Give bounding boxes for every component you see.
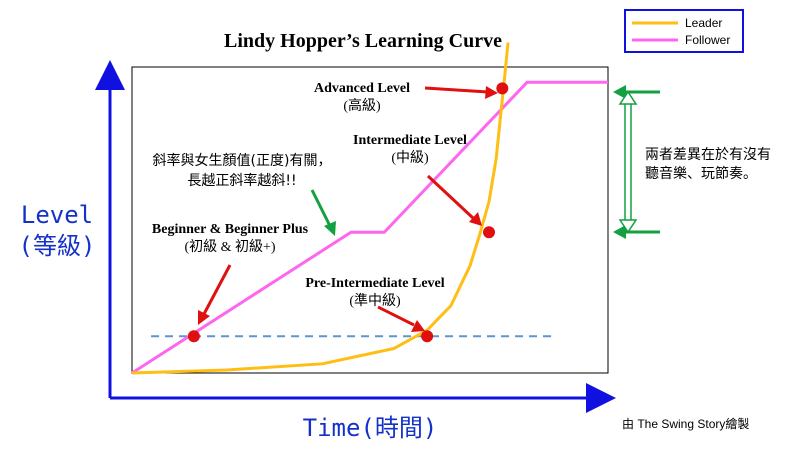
arrowhead-intermediate xyxy=(469,212,482,226)
slope-note-line1: 斜率與女生顏值(正度)有關， xyxy=(153,152,332,169)
arrowhead-intermediate-plateau xyxy=(613,225,626,239)
arrow-to-advanced xyxy=(424,86,489,94)
y-axis-label-line1: Level xyxy=(21,201,93,229)
marker-point-4 xyxy=(496,82,509,95)
arrow-slope-note xyxy=(310,189,332,227)
green-arrows xyxy=(310,85,660,239)
arrowhead-advanced xyxy=(485,86,498,99)
difference-note-line2: 聽音樂、玩節奏。 xyxy=(645,165,757,182)
difference-range-bracket xyxy=(618,90,638,234)
arrowhead-beginner xyxy=(198,310,210,325)
chart-title: Lindy Hopper’s Learning Curve xyxy=(224,30,502,52)
marker-point-3 xyxy=(483,226,495,239)
legend-leader-label: Leader xyxy=(685,16,722,30)
advanced-level-sub: (高級) xyxy=(343,97,381,114)
y-axis-label-line2: (等級) xyxy=(19,232,96,260)
beginner-level-title: Beginner & Beginner Plus xyxy=(152,222,309,237)
legend: Leader Follower xyxy=(624,9,744,53)
leader-series-line xyxy=(131,42,510,375)
beginner-level-sub: (初級 & 初級+) xyxy=(184,238,275,255)
legend-follower-label: Follower xyxy=(685,33,730,47)
difference-note-line1: 兩者差異在於有沒有 xyxy=(645,146,771,163)
arrowhead-slope-note xyxy=(324,221,336,236)
intermediate-level-sub: (中級) xyxy=(391,150,429,166)
intermediate-level-title: Intermediate Level xyxy=(353,133,467,148)
plot-frame xyxy=(131,66,609,374)
credit-text: 由 The Swing Story繪製 xyxy=(622,416,749,431)
pre-intermediate-level-sub: (準中級) xyxy=(349,293,401,309)
arrowhead-pre-intermediate xyxy=(411,320,425,332)
legend-box xyxy=(624,9,744,53)
follower-series-line xyxy=(131,80,608,375)
marker-point-2 xyxy=(421,330,434,343)
arrow-to-pre-intermediate xyxy=(377,305,415,327)
markers-group xyxy=(187,82,509,343)
red-arrows xyxy=(198,86,498,332)
slope-note-line2: 長越正斜率越斜!! xyxy=(187,172,296,189)
marker-point-1 xyxy=(187,330,200,343)
arrow-to-intermediate xyxy=(426,174,475,220)
arrowhead-advanced-plateau xyxy=(613,85,626,99)
pre-intermediate-level-title: Pre-Intermediate Level xyxy=(305,276,444,291)
arrow-to-beginner xyxy=(202,264,232,315)
x-axis-label: Time(時間) xyxy=(303,414,438,442)
advanced-level-title: Advanced Level xyxy=(314,81,410,96)
